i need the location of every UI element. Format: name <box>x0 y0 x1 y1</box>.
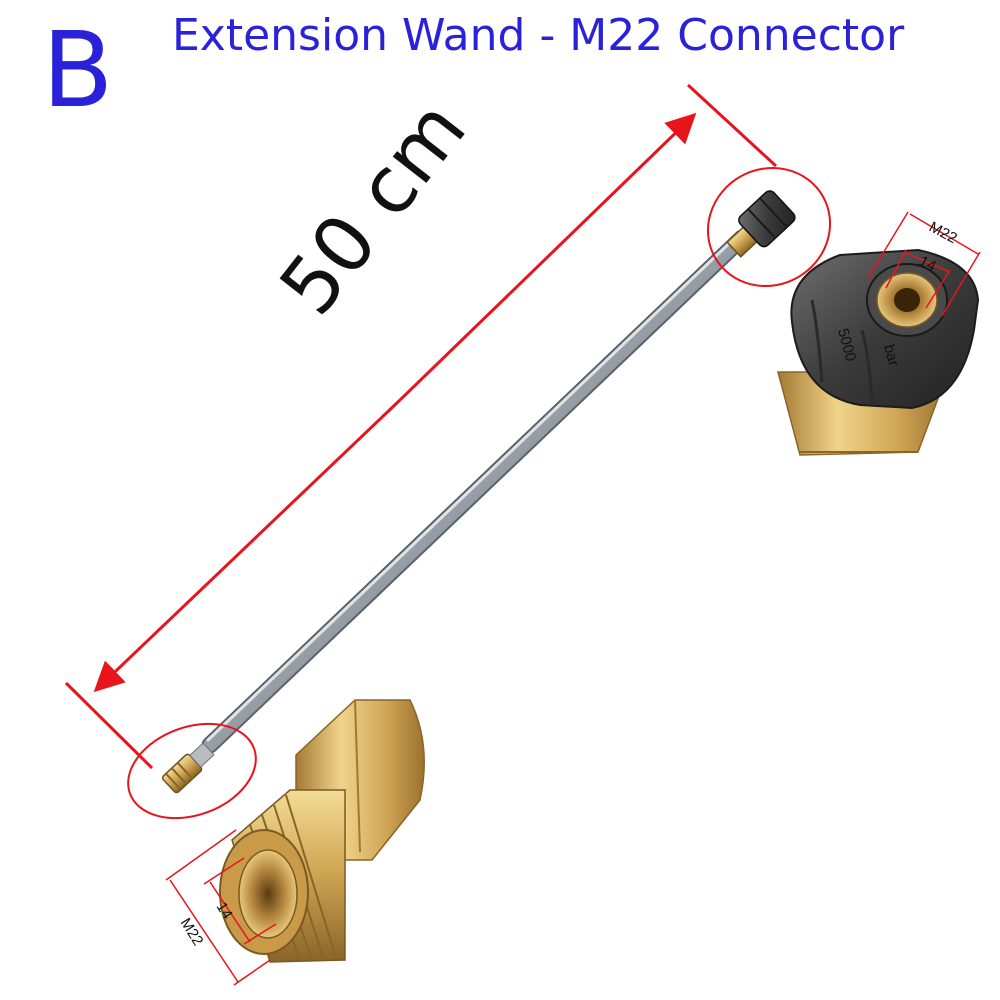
female-bore-label: 14 <box>916 253 939 276</box>
variant-letter: B <box>42 9 114 131</box>
dimension-tick-top <box>686 83 778 168</box>
male-bore-label: 14 <box>213 899 236 922</box>
wand-brass-tip <box>161 742 215 794</box>
female-thread-label: M22 <box>926 219 960 248</box>
dimension-arrow-up <box>398 112 697 402</box>
male-thread-label: M22 <box>177 915 207 949</box>
length-dimension <box>64 83 778 770</box>
male-m22-connector: M22 14 <box>165 699 425 986</box>
highlight-circle-top <box>706 166 832 288</box>
product-title: Extension Wand - M22 Connector <box>172 10 905 61</box>
wand-top-fitting <box>726 190 796 258</box>
extension-wand <box>161 190 796 794</box>
female-m22-connector: 5000 bar M22 14 <box>777 211 981 456</box>
unit-marking: bar <box>880 343 902 368</box>
dimension-arrow-down <box>93 398 402 693</box>
highlight-circle-bottom <box>127 722 257 820</box>
dimension-tick-bottom <box>64 681 154 770</box>
